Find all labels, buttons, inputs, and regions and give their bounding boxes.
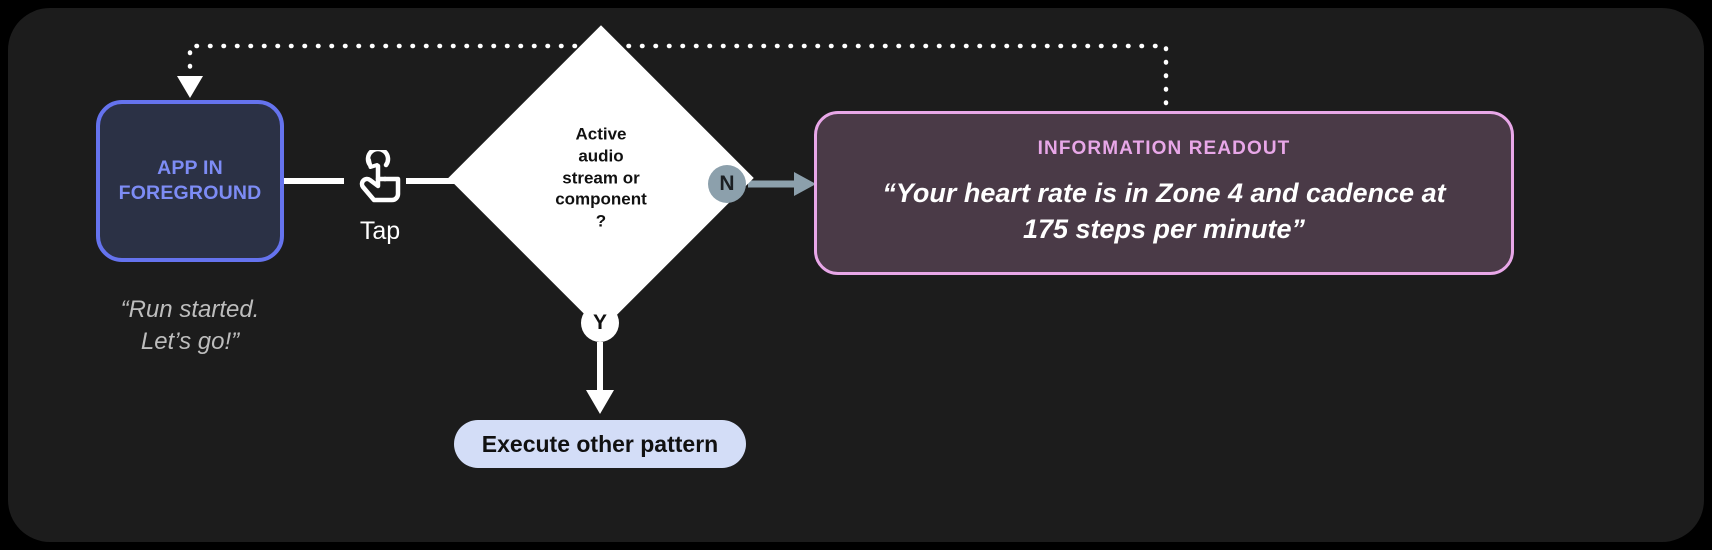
app-node-label: APP IN FOREGROUND bbox=[119, 156, 262, 207]
app-node-label-line1: APP IN bbox=[157, 156, 223, 179]
connector-overlay bbox=[177, 43, 1169, 414]
readout-text-line1: “Your heart rate is in Zone 4 and cadenc… bbox=[882, 178, 1446, 209]
decision-label-line1: Active bbox=[575, 124, 627, 144]
arrowhead-y-to-execute bbox=[586, 390, 614, 414]
app-caption-line1: “Run started. bbox=[120, 296, 260, 323]
node-app-in-foreground[interactable]: APP IN FOREGROUND bbox=[96, 100, 284, 262]
decision-label-line2: audio bbox=[578, 146, 624, 166]
gesture-tap-group: Tap bbox=[338, 146, 422, 246]
app-node-label-line2: FOREGROUND bbox=[118, 182, 262, 204]
decision-label-line4: component bbox=[555, 189, 647, 209]
branch-badge-no: N bbox=[708, 165, 746, 203]
decision-label: Active audio stream or component ? bbox=[493, 124, 709, 233]
node-execute-other-pattern[interactable]: Execute other pattern bbox=[454, 420, 746, 468]
node-information-readout[interactable]: INFORMATION READOUT “Your heart rate is … bbox=[814, 111, 1514, 275]
node-decision-active-audio[interactable]: Active audio stream or component ? bbox=[448, 25, 754, 331]
execute-pill-label: Execute other pattern bbox=[481, 430, 719, 457]
arrowhead-n-to-readout bbox=[794, 172, 816, 196]
readout-title: INFORMATION READOUT bbox=[1037, 138, 1291, 160]
arrowhead-feedback-loop bbox=[177, 76, 203, 98]
readout-text: “Your heart rate is in Zone 4 and cadenc… bbox=[854, 176, 1474, 247]
decision-label-line5: ? bbox=[595, 211, 607, 231]
branch-badge-yes: Y bbox=[581, 304, 619, 342]
app-node-caption: “Run started. Let’s go!” bbox=[70, 294, 310, 357]
diagram-canvas: APP IN FOREGROUND “Run started. Let’s go!… bbox=[8, 8, 1704, 542]
decision-label-line3: stream or bbox=[562, 168, 640, 188]
readout-text-line2: 175 steps per minute” bbox=[1022, 214, 1306, 244]
gesture-tap-label: Tap bbox=[359, 217, 401, 245]
tap-hand-icon bbox=[359, 146, 401, 203]
app-caption-line2: Let’s go!” bbox=[140, 327, 240, 355]
